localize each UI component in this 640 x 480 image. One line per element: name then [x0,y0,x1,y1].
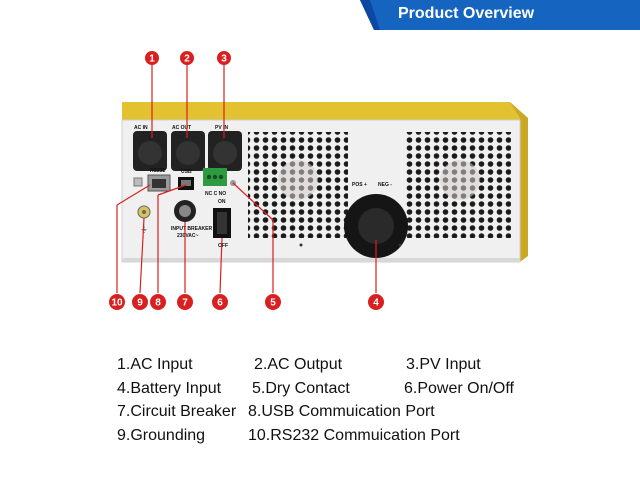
battery-input-port: POS + NEG - [344,182,408,258]
ac-output-port: AC OUT [171,125,205,171]
svg-text:7: 7 [182,298,188,309]
callout-2: 2 [180,51,194,65]
legend-item: 8.USB Commuication Port [248,403,435,420]
neg-label: NEG - [378,182,392,188]
breaker-rating-label: 230VAC~ [177,233,199,239]
ac-input-port: AC IN [133,125,167,171]
svg-text:10: 10 [111,298,123,309]
svg-text:5: 5 [270,298,276,309]
legend-item: 4.Battery Input [117,379,222,397]
breaker-label: INPUT BREAKER [171,226,213,232]
legend-item: 9.Grounding [117,426,206,444]
device-top [122,102,528,120]
callout-lines [116,64,377,294]
rs232-label: RS232 [150,168,166,174]
legend-item: 3.PV Input [406,356,481,373]
legend-item: 6.Power On/Off [404,379,514,397]
callout-5: 5 [265,294,281,310]
rs232-port: RS232 [147,168,171,192]
callout-4: 4 [368,294,384,310]
svg-text:4: 4 [373,298,379,309]
callout-1: 1 [145,51,159,65]
dry-contact-label: NC C NO [205,191,226,197]
power-switch: ON OFF [213,199,231,249]
svg-text:⏚: ⏚ [140,225,148,234]
svg-text:3: 3 [221,54,227,65]
banner [360,0,640,30]
banner-title: Product Overview [398,5,535,22]
fan-grille-left [248,132,348,238]
pos-label: POS + [352,182,367,188]
svg-text:9: 9 [137,298,143,309]
legend-row: 7.Circuit Breaker 8.USB Commuication Por… [117,403,577,427]
svg-text:1: 1 [149,54,155,65]
legend-item: 2.AC Output [254,356,343,373]
pv-in-label: PV IN [215,125,228,131]
callout-9: 9 [132,294,148,310]
input-breaker: INPUT BREAKER 230VAC~ [171,200,213,239]
product-photo: AC IN AC OUT PV IN RS232 USB NC C NO INP… [109,51,528,310]
callout-7: 7 [177,294,193,310]
legend-item: 7.Circuit Breaker [117,403,237,420]
legend-row: 4.Battery Input 5.Dry Contact 6.Power On… [117,380,577,404]
port-legend: 1.AC Input 2.AC Output 3.PV Input 4.Batt… [117,356,577,450]
svg-text:6: 6 [217,298,223,309]
dry-contact-terminal: NC C NO [203,168,227,197]
legend-row: 9.Grounding 10.RS232 Commuication Port [117,427,577,451]
pv-input-port: PV IN [208,125,242,171]
legend-item: 1.AC Input [117,356,193,373]
legend-row: 1.AC Input 2.AC Output 3.PV Input [117,356,577,380]
callout-8: 8 [150,294,166,310]
callout-3: 3 [217,51,231,65]
ac-in-label: AC IN [134,125,148,131]
ac-out-label: AC OUT [172,125,191,131]
legend-item: 10.RS232 Commuication Port [248,426,460,444]
svg-text:2: 2 [184,54,190,65]
off-label: OFF [218,243,228,249]
legend-item: 5.Dry Contact [252,379,350,397]
callout-6: 6 [212,294,228,310]
svg-text:8: 8 [155,298,161,309]
fan-grille-right [405,132,511,238]
usb-label: USB [181,169,192,175]
callout-10: 10 [109,294,125,310]
on-label: ON [218,199,226,205]
